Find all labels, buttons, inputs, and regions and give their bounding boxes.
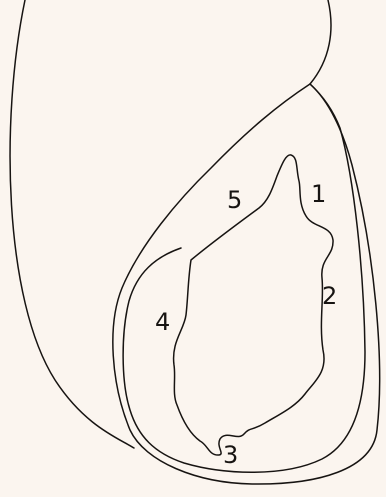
upper-sac-outline	[310, 0, 331, 84]
label-3: 3	[223, 441, 238, 469]
central-cavity-outline	[174, 155, 333, 455]
label-1: 1	[311, 180, 326, 208]
outer-organ-outline	[113, 84, 380, 484]
inner-organ-outline	[123, 84, 365, 472]
label-5: 5	[227, 186, 242, 214]
label-4: 4	[155, 308, 170, 336]
label-2: 2	[322, 282, 337, 310]
